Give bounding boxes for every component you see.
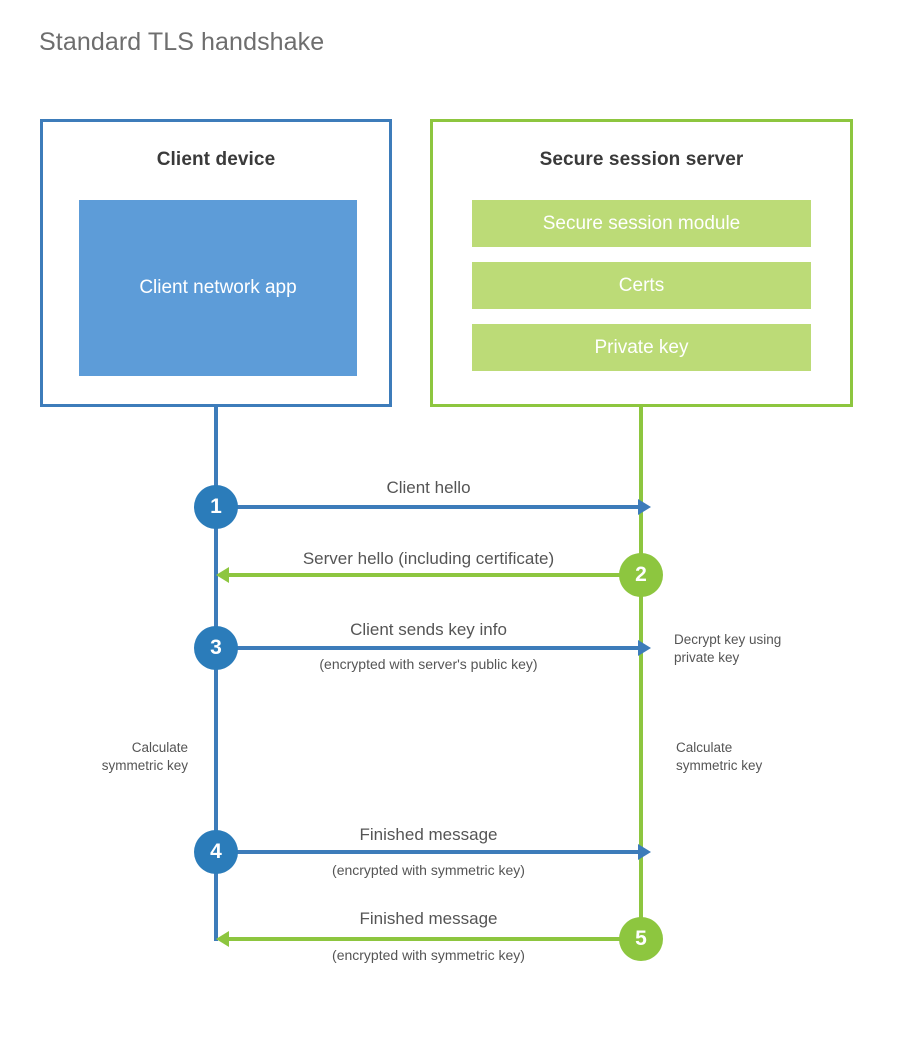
step-5-sublabel: (encrypted with symmetric key) — [332, 947, 525, 963]
server-lifeline — [639, 407, 643, 941]
arrow-head-left-icon — [216, 931, 229, 947]
step-3-sublabel: (encrypted with server's public key) — [319, 656, 538, 672]
client-calculate-symmetric-key-note: Calculate symmetric key — [101, 740, 188, 773]
step-4-sublabel: (encrypted with symmetric key) — [332, 862, 525, 878]
step-5-label: Finished message — [359, 909, 498, 928]
step-4-badge: 4 — [194, 830, 238, 874]
step-1-arrow — [216, 499, 651, 515]
server-component-private-key: Private key — [472, 324, 811, 371]
arrow-head-right-icon — [638, 844, 651, 860]
page-title: Standard TLS handshake — [39, 28, 325, 56]
server-component-stack: Secure session module Certs Private key — [472, 200, 811, 371]
secure-session-server-box: Secure session server Secure session mod… — [430, 119, 853, 407]
step-5-arrow — [216, 931, 641, 947]
arrow-head-right-icon — [638, 640, 651, 656]
client-lifeline — [214, 407, 218, 941]
client-device-title: Client device — [156, 149, 276, 170]
server-component-secure-session-module: Secure session module — [472, 200, 811, 247]
step-3-arrow — [216, 640, 651, 656]
step-4-arrow — [216, 844, 651, 860]
step-2-arrow — [216, 567, 641, 583]
step-1-badge: 1 — [194, 485, 238, 529]
client-network-app-block: Client network app — [79, 200, 357, 376]
server-calculate-symmetric-key-note: Calculate symmetric key — [676, 740, 763, 773]
step-2-label: Server hello (including certificate) — [302, 549, 555, 568]
arrow-head-left-icon — [216, 567, 229, 583]
step-1-label: Client hello — [386, 478, 471, 497]
step-2-badge: 2 — [619, 553, 663, 597]
server-component-certs: Certs — [472, 262, 811, 309]
step-3-label: Client sends key info — [350, 620, 507, 639]
step-4-label: Finished message — [359, 825, 498, 844]
step-3-badge: 3 — [194, 626, 238, 670]
server-decrypt-note: Decrypt key using private key — [674, 632, 782, 665]
step-5-badge: 5 — [619, 917, 663, 961]
arrow-head-right-icon — [638, 499, 651, 515]
secure-session-server-title: Secure session server — [539, 149, 744, 170]
client-device-box: Client device Client network app — [40, 119, 392, 407]
